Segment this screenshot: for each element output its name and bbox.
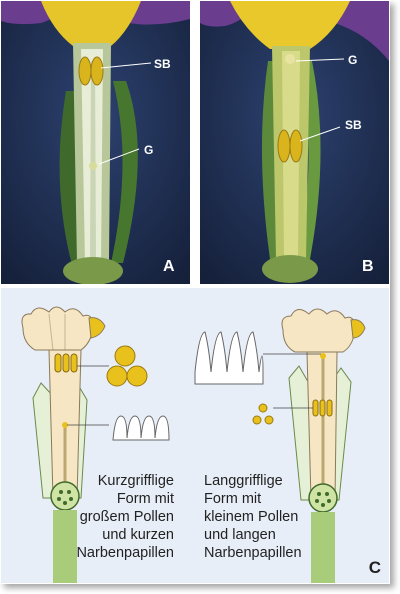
short-style-line: Kurzgrifflige xyxy=(97,473,174,489)
long-style-line: kleinem Pollen xyxy=(204,509,299,525)
photo-b-label-sb: SB xyxy=(345,118,362,132)
photo-a-short-style-flower: SB G A xyxy=(1,1,190,284)
short-style-flower xyxy=(21,306,170,583)
photo-a-label-g: G xyxy=(144,143,154,157)
long-style-line: Langgrifflige xyxy=(204,473,283,489)
photo-b-letter: B xyxy=(362,258,374,275)
heterostyly-diagram xyxy=(21,306,366,583)
long-style-line: Form mit xyxy=(204,491,262,507)
photo-b-long-style-flower: G SB B xyxy=(200,1,389,284)
short-style-line: Narbenpapillen xyxy=(76,545,174,561)
short-style-line: großem Pollen xyxy=(79,509,174,525)
diagram-letter: C xyxy=(368,558,381,577)
long-style-description: Langgrifflige Form mit kleinem Pollen un… xyxy=(204,472,302,562)
diagram-c: Kurzgrifflige Form mit großem Pollen und… xyxy=(1,288,389,583)
long-style-flower xyxy=(194,308,366,583)
short-style-line: Form mit xyxy=(116,491,174,507)
photo-a-letter: A xyxy=(163,258,175,275)
short-style-description: Kurzgrifflige Form mit großem Pollen und… xyxy=(76,472,174,562)
long-style-line: Narbenpapillen xyxy=(204,545,302,561)
figure-frame: SB G A xyxy=(0,0,390,584)
photo-a-label-sb: SB xyxy=(154,57,171,71)
short-style-line: und kurzen xyxy=(102,527,174,543)
photo-b-label-g: G xyxy=(348,53,358,67)
long-style-line: und langen xyxy=(204,527,276,543)
